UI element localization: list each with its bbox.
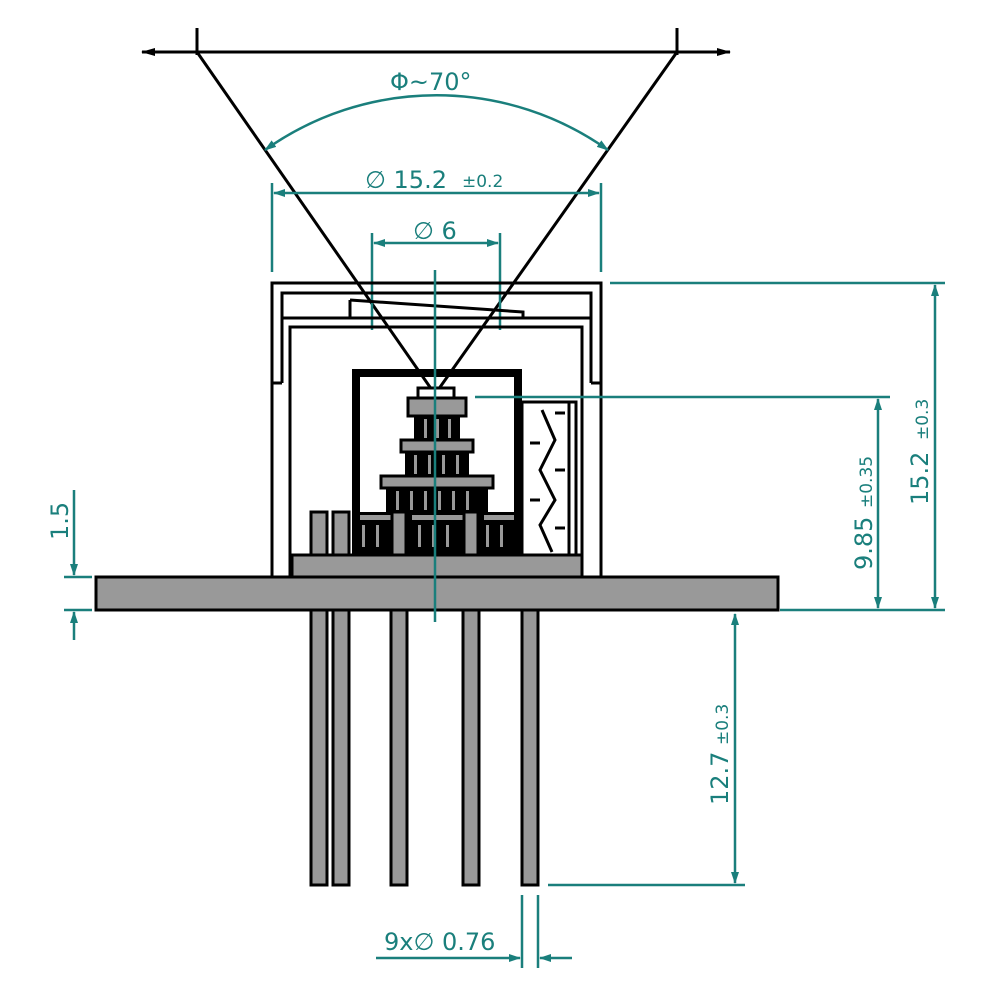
window-diameter-label: ∅ 6	[413, 217, 457, 245]
beam-angle-label: Φ~70°	[390, 68, 472, 96]
pin-length-tolerance: ±0.3	[713, 704, 733, 745]
emitter-height-tolerance: ±0.35	[857, 456, 877, 508]
cap-diameter-dimension: ∅ 15.2 ±0.2	[270, 166, 603, 272]
header-base	[290, 553, 584, 579]
emitter-height-dimension: 9.85 ±0.35	[475, 395, 890, 609]
beam-angle-arc	[264, 94, 609, 152]
laser-stack	[356, 386, 518, 556]
total-height-tolerance: ±0.3	[913, 399, 933, 440]
total-height-dimension: 15.2 ±0.3	[610, 281, 945, 612]
flange	[94, 575, 780, 612]
pins	[309, 608, 540, 887]
emitter-height-label: 9.85	[850, 517, 878, 570]
total-height-label: 15.2	[906, 452, 934, 505]
pin-length-label: 12.7	[706, 752, 734, 805]
flange-thickness-dimension: 1.5	[46, 490, 92, 640]
cap-diameter-label: ∅ 15.2	[365, 166, 447, 194]
flange-thickness-label: 1.5	[46, 502, 74, 540]
pin-diameter-label: 9x∅ 0.76	[384, 928, 495, 956]
pin-diameter-dimension: 9x∅ 0.76	[376, 895, 572, 968]
pin-length-dimension: 12.7 ±0.3	[548, 613, 745, 887]
cap-diameter-tolerance: ±0.2	[462, 172, 503, 192]
beam-cone	[141, 28, 731, 391]
side-component	[520, 400, 578, 557]
